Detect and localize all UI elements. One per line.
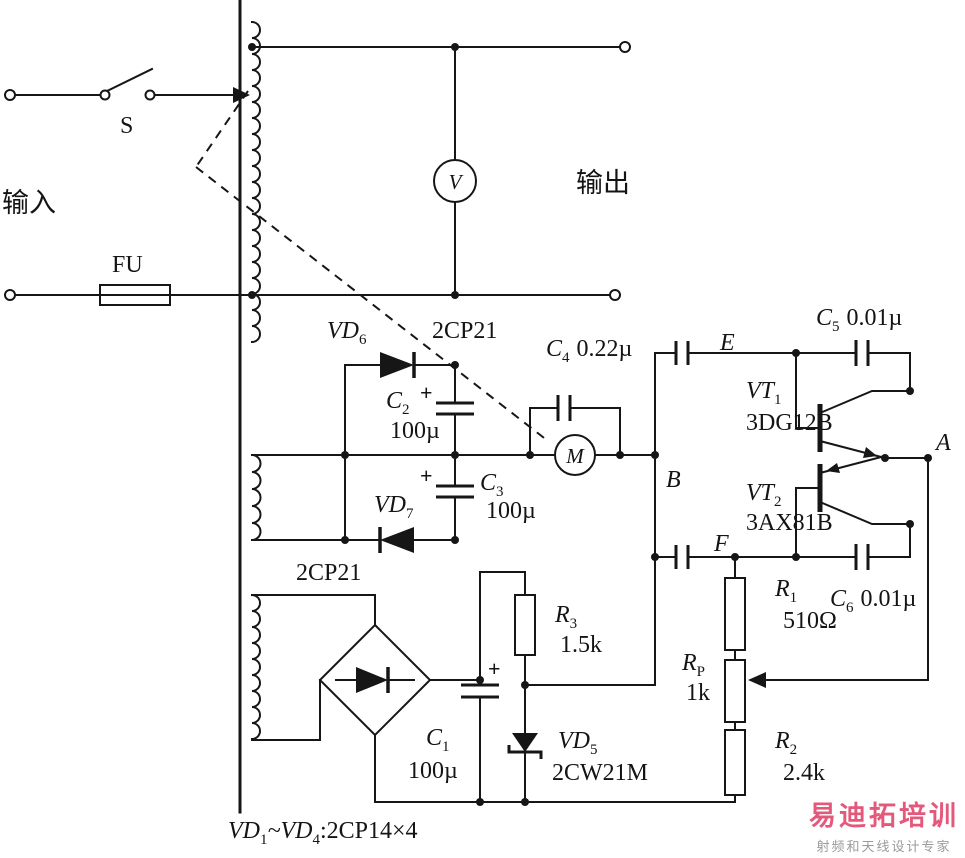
label-r3: R3 — [554, 602, 577, 632]
label-c1: C1 — [426, 725, 450, 755]
bridge-diode-icon — [356, 667, 388, 693]
diode-vd7 — [380, 527, 414, 553]
label-e: E — [719, 330, 735, 356]
plus-c1: + — [488, 656, 501, 681]
fuse-fu — [99, 284, 171, 306]
transformer — [233, 0, 262, 814]
capacitor-c3 — [436, 484, 474, 499]
diode-vd6 — [380, 352, 414, 378]
capacitor-f — [674, 545, 690, 569]
potentiometer-rp — [724, 659, 746, 723]
label-vd7: VD7 — [374, 492, 414, 522]
feedback-divider — [724, 556, 746, 803]
plus-c2: + — [420, 380, 433, 405]
node-a-wire — [748, 457, 929, 688]
resistor-r2 — [724, 729, 746, 796]
zener-vd5 — [507, 733, 543, 803]
transistor-vt2 — [795, 454, 911, 558]
plus-c3: + — [420, 463, 433, 488]
capacitor-c2 — [436, 401, 474, 416]
output-section — [251, 41, 631, 301]
capacitor-e — [674, 341, 690, 365]
watermark: 易迪拓培训 射频和天线设计专家 — [809, 801, 959, 854]
labels: 输入 输出 S FU V M VD6 2CP21 VD7 2CP21 C2 10… — [2, 113, 951, 848]
pnp-emitter-arrow-icon — [826, 463, 840, 473]
motor-m — [554, 434, 596, 476]
bias-supply — [251, 571, 736, 803]
label-output: 输出 — [576, 168, 630, 198]
resistor-r3 — [514, 594, 536, 656]
voltmeter-letter: V — [449, 170, 464, 194]
label-switch: S — [120, 113, 133, 139]
vt1-stage — [654, 340, 911, 686]
label-vd7-part: 2CP21 — [296, 560, 361, 586]
transistor-vt1 — [795, 352, 911, 460]
capacitor-c5 — [854, 340, 870, 366]
label-fuse: FU — [112, 252, 143, 278]
label-f: F — [713, 531, 729, 557]
servo-rectifier — [251, 352, 474, 553]
label-r2-value: 2.4k — [783, 760, 825, 786]
capacitor-c1 — [461, 571, 499, 803]
motor-branch — [251, 395, 656, 476]
label-b: B — [666, 467, 681, 493]
switch-blade — [105, 67, 154, 93]
wiper-arrow-icon — [748, 672, 766, 688]
label-r3-value: 1.5k — [560, 632, 602, 658]
label-r1: R1 — [774, 576, 797, 606]
label-vd5-part: 2CW21M — [552, 760, 648, 786]
label-r1-value: 510Ω — [783, 608, 837, 634]
label-rp-value: 1k — [686, 680, 710, 706]
label-vt1-part: 3DG12B — [746, 410, 833, 436]
label-vt2-part: 3AX81B — [746, 510, 833, 536]
caption: VD1~VD4:2CP14×4 — [228, 818, 418, 848]
voltmeter — [433, 159, 477, 203]
vt2-stage — [654, 454, 911, 570]
label-rp: RP — [681, 650, 705, 680]
input-terminals — [4, 67, 611, 306]
resistor-r3-branch — [479, 571, 656, 734]
label-vd5: VD5 — [558, 728, 598, 758]
watermark-title: 易迪拓培训 — [809, 801, 959, 831]
label-a: A — [934, 430, 951, 456]
label-c3-value: 100µ — [486, 498, 536, 524]
label-vt1: VT1 — [746, 378, 782, 408]
npn-emitter-arrow-icon — [863, 447, 877, 458]
junction-dots — [248, 43, 932, 806]
watermark-subtitle: 射频和天线设计专家 — [816, 839, 951, 854]
label-vd6: VD6 — [327, 318, 367, 348]
label-r2: R2 — [774, 728, 797, 758]
label-c1-value: 100µ — [408, 758, 458, 784]
label-c3: C3 — [480, 470, 504, 500]
tap-arrow-icon — [233, 87, 250, 103]
motor-letter: M — [565, 444, 585, 468]
mechanical-link — [195, 90, 549, 442]
label-input: 输入 — [2, 188, 56, 218]
resistor-r1 — [724, 577, 746, 651]
label-vd6-part: 2CP21 — [432, 318, 497, 344]
label-c2: C2 — [386, 388, 410, 418]
capacitor-c6 — [854, 544, 870, 570]
label-vt2: VT2 — [746, 480, 782, 510]
label-c2-value: 100µ — [390, 418, 440, 444]
capacitor-c4 — [529, 395, 621, 456]
